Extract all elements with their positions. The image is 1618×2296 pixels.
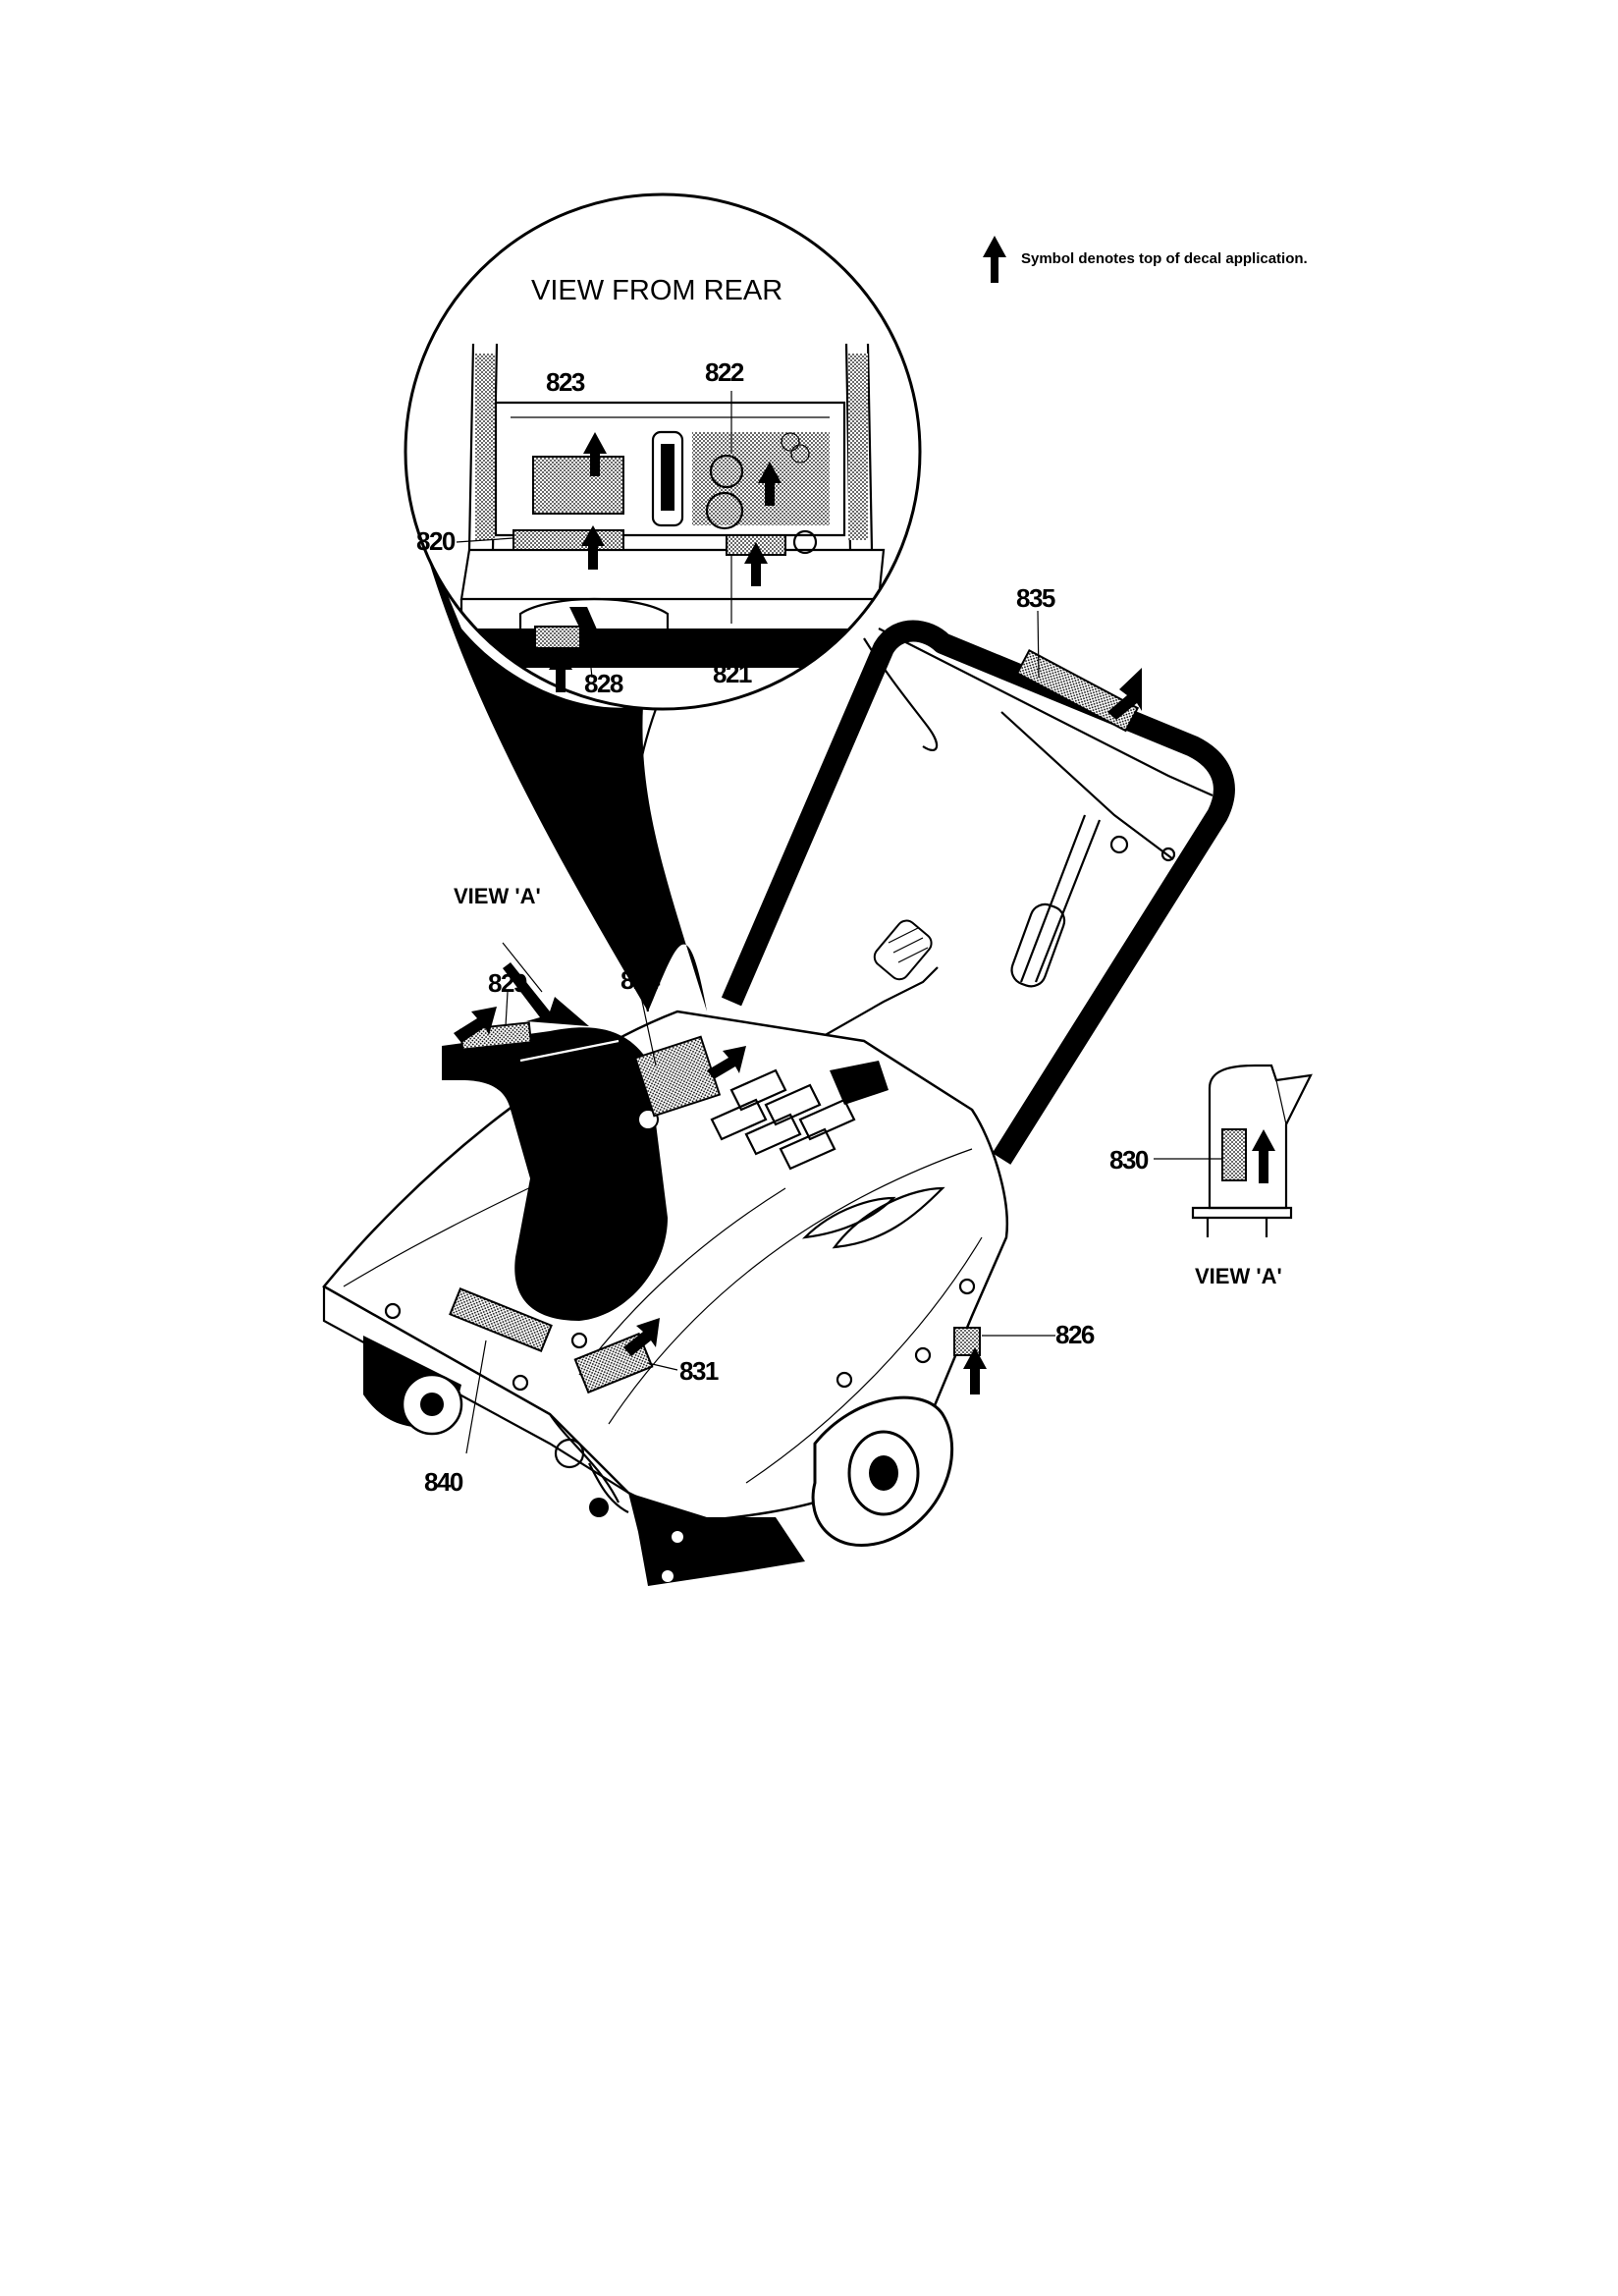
decal-828 [534,626,581,649]
up-arrow-icon [983,236,1006,283]
arrow-824 [707,1046,746,1079]
decal-824 [633,1035,722,1118]
up-arrow-icon [758,462,782,506]
decal-830 [1221,1128,1247,1181]
label-view-a-pointer: VIEW 'A' [454,884,541,908]
snow-thrower-body: 829 824 831 826 840 835 VIEW 'A' [322,583,1235,1586]
arrow-view-a [503,962,589,1026]
label-820: 820 [416,526,456,556]
arrow-830 [1252,1129,1275,1183]
up-arrow-icon [744,542,768,586]
discharge-chute [442,1027,668,1321]
label-view-a-detail: VIEW 'A' [1195,1264,1282,1288]
arrow-835 [1107,668,1142,720]
label-824: 824 [620,965,661,995]
label-828: 828 [584,669,623,698]
arrow-831 [623,1318,660,1356]
decal-820 [512,529,624,551]
label-835: 835 [1016,583,1055,613]
up-arrow-icon [549,648,572,692]
engine-fins [710,1061,945,1249]
label-829: 829 [488,968,527,998]
label-831: 831 [679,1356,719,1386]
view-a-detail: 830 VIEW 'A' [1109,1064,1313,1288]
up-arrow-icon [583,432,607,476]
label-840: 840 [424,1467,463,1497]
label-826: 826 [1055,1320,1095,1349]
decal-840 [449,1286,553,1353]
decal-823 [532,456,624,515]
legend-text: Symbol denotes top of decal application. [1021,250,1308,267]
label-823: 823 [546,367,585,397]
housing [322,1010,1008,1524]
label-821: 821 [713,659,752,688]
inset-title: VIEW FROM REAR [531,275,782,306]
label-830: 830 [1109,1145,1149,1175]
inset-cone [417,520,707,1011]
decal-835 [1015,649,1140,733]
legend: Symbol denotes top of decal application. [983,236,1308,283]
arrow-829 [454,1007,497,1043]
inset-view-from-rear: VIEW FROM REAR 823 822 820 821 828 [404,192,922,711]
arrow-826 [963,1347,987,1394]
inset-cone-edge [628,708,658,1012]
label-822: 822 [705,357,744,387]
handle-frame [721,620,1235,1165]
up-arrow-icon [581,525,605,570]
